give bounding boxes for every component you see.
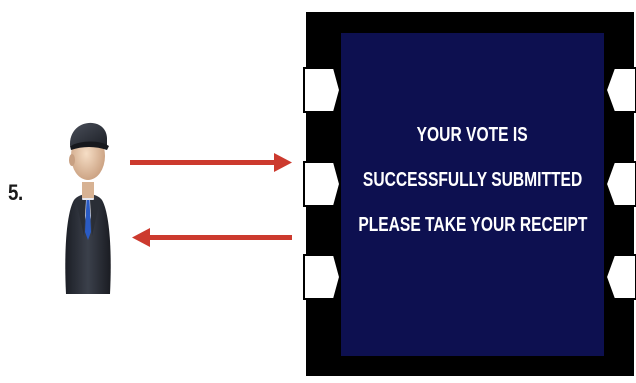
screen-message-line-2: SUCCESSFULLY SUBMITTED — [363, 170, 582, 190]
voter-icon — [60, 104, 116, 296]
slot-icon — [302, 253, 342, 301]
screen-message-line-1: YOUR VOTE IS — [417, 125, 528, 145]
slot-icon — [302, 160, 342, 208]
slot-icon — [302, 66, 342, 114]
slot-icon — [602, 66, 636, 114]
slot-icon — [602, 253, 636, 301]
slot-icon — [602, 160, 636, 208]
screen-message-line-3: PLEASE TAKE YOUR RECEIPT — [358, 215, 587, 235]
step-number: 5. — [8, 180, 23, 206]
arrow-to-machine — [130, 153, 292, 172]
arrow-to-voter — [132, 228, 292, 247]
machine-screen: YOUR VOTE IS SUCCESSFULLY SUBMITTED PLEA… — [341, 33, 604, 356]
